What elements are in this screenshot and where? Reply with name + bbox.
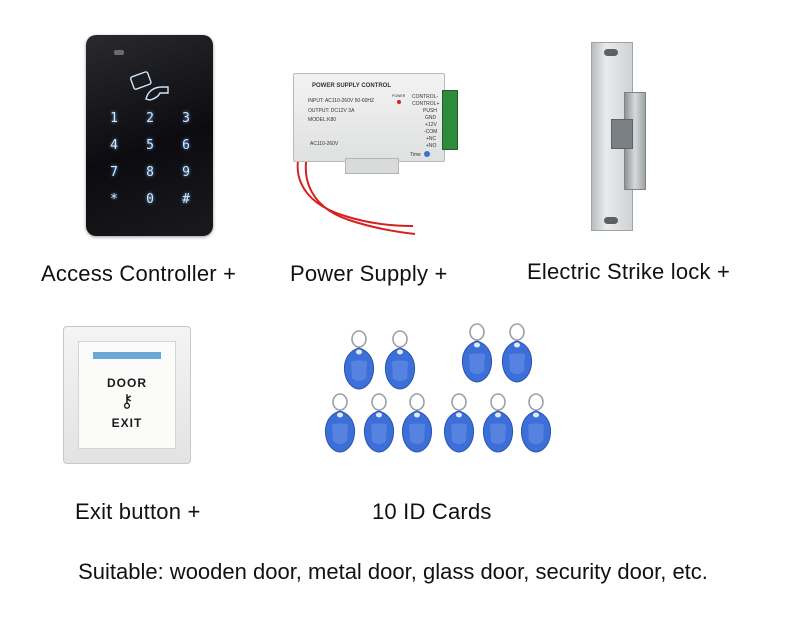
key-hash: # [182, 192, 190, 207]
psu-output-text: OUTPUT: DC12V 3A [308, 108, 355, 114]
terminal-label: +12V [425, 122, 437, 128]
id-card-tag-icon [401, 393, 433, 453]
psu-panel-title: POWER SUPPLY CONTROL [312, 83, 392, 89]
card-reader-icon [130, 71, 169, 101]
key-star: * [110, 192, 118, 207]
terminal-label: CONTROL+ [412, 101, 440, 107]
keypad-grid: 1 2 3 4 5 6 7 8 9 * 0 # [96, 111, 204, 207]
terminal-label: +NC [426, 136, 437, 142]
key-4: 4 [110, 138, 118, 153]
key-icon: ⚷ [120, 391, 134, 411]
id-card-tag-icon [520, 393, 552, 453]
key-8: 8 [146, 165, 154, 180]
strike-lock-caption: Electric Strike lock + [527, 259, 731, 284]
psu-time-text: Time [410, 152, 421, 158]
psu-power-led-label: POWER [392, 94, 406, 98]
terminal-label: +NO [426, 143, 437, 149]
exit-button-image: DOOR ⚷ EXIT [63, 326, 191, 464]
id-card-tag-icon [461, 323, 493, 383]
terminal-label: -COM [424, 129, 438, 135]
key-6: 6 [182, 138, 190, 153]
id-card-tag-icon [443, 393, 475, 453]
id-card-tag-icon [384, 330, 416, 390]
key-5: 5 [146, 138, 154, 153]
key-7: 7 [110, 165, 118, 180]
key-0: 0 [146, 192, 154, 207]
psu-mounting-foot [345, 158, 399, 174]
terminal-label: GND [425, 115, 437, 121]
id-card-tag-icon [343, 330, 375, 390]
screw-hole-icon [604, 217, 618, 224]
key-9: 9 [182, 165, 190, 180]
power-supply-caption: Power Supply + [290, 261, 448, 286]
id-card-tag-icon [324, 393, 356, 453]
power-led-icon [397, 100, 401, 104]
terminal-label: CONTROL- [412, 94, 439, 100]
strike-keeper [611, 119, 633, 149]
suitable-doors-text: Suitable: wooden door, metal door, glass… [78, 559, 708, 584]
id-cards-caption: 10 ID Cards [372, 499, 492, 524]
psu-input-text: INPUT: AC110-260V 50-60HZ [308, 98, 375, 104]
id-card-tag-icon [363, 393, 395, 453]
key-2: 2 [146, 111, 154, 126]
id-card-tag-icon [501, 323, 533, 383]
strike-lock-body [611, 92, 646, 190]
key-3: 3 [182, 111, 190, 126]
terminal-block [442, 90, 458, 150]
exit-indicator-strip [93, 352, 161, 359]
screw-hole-icon [604, 49, 618, 56]
exit-button-caption: Exit button + [75, 499, 201, 524]
status-led [114, 50, 124, 55]
power-wires-icon [296, 135, 416, 235]
power-supply-image: POWER SUPPLY CONTROL POWER INPUT: AC110-… [293, 73, 445, 162]
exit-button-face: DOOR ⚷ EXIT [78, 341, 176, 449]
time-knob-icon [424, 151, 430, 157]
exit-door-text: DOOR [107, 376, 147, 390]
id-card-tag-icon [482, 393, 514, 453]
exit-exit-text: EXIT [111, 416, 143, 430]
psu-ac-text: AC110-260V [310, 141, 339, 147]
psu-model-text: MODEL:K80 [308, 117, 337, 123]
access-controller-image: 1 2 3 4 5 6 7 8 9 * 0 # [86, 35, 213, 236]
access-controller-caption: Access Controller + [41, 261, 237, 286]
terminal-label: PUSH [423, 108, 437, 114]
key-1: 1 [110, 111, 118, 126]
